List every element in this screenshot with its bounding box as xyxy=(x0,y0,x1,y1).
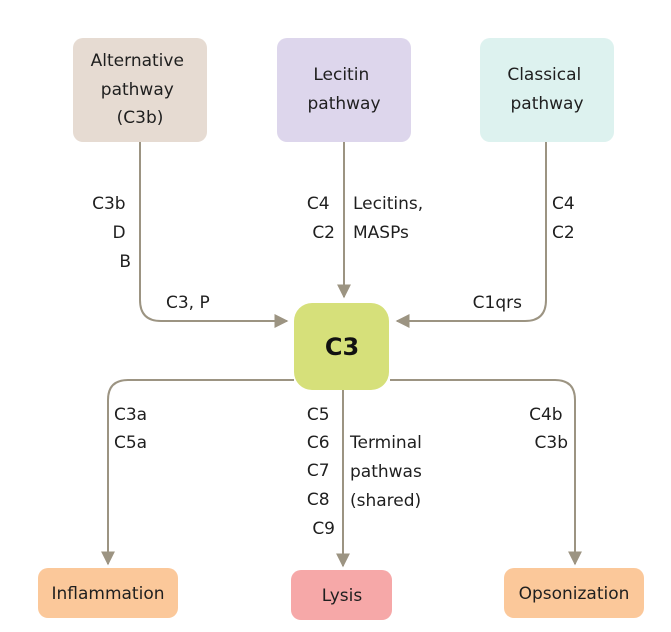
inflammation-label: Inflammation xyxy=(51,584,164,604)
alternative-pathway-node xyxy=(73,38,207,142)
edge-alternative-to-c3 xyxy=(139,142,289,328)
lecitin-factors-label: C4 C2 xyxy=(307,194,335,243)
alternative-join-label: C3, P xyxy=(166,293,210,313)
lysis-node xyxy=(291,570,392,620)
c3-label: C3 xyxy=(325,333,359,361)
lecitin-pathway-node xyxy=(277,38,411,142)
opsonization-factors-label: C4b C3b xyxy=(529,405,568,453)
alternative-pathway-label: Alternative pathway (C3b) xyxy=(91,51,190,128)
c3-node xyxy=(294,303,389,390)
classical-factors-label: C4 C2 xyxy=(552,194,580,243)
opsonization-node xyxy=(504,568,644,618)
classical-join-label: C1qrs xyxy=(473,293,522,313)
classical-pathway-node xyxy=(480,38,614,142)
edge-classical-to-c3 xyxy=(395,142,547,328)
edge-c3-to-opsonization xyxy=(390,379,582,566)
lysis-label: Lysis xyxy=(322,586,363,606)
lysis-extra-label: Terminal pathwas (shared) xyxy=(349,433,427,511)
edge-c3-to-inflammation xyxy=(101,379,294,566)
classical-pathway-label: Classical pathway xyxy=(507,65,586,114)
inflammation-node xyxy=(38,568,178,618)
lysis-factors-label: C5 C6 C7 C8 C9 xyxy=(307,405,335,539)
alternative-factors-label: C3b D B xyxy=(92,194,131,272)
inflammation-factors-label: C3a C5a xyxy=(114,405,153,453)
opsonization-label: Opsonization xyxy=(519,584,630,604)
lecitin-pathway-label: Lecitin pathway xyxy=(307,65,380,114)
lecitin-extra-label: Lecitins, MASPs xyxy=(353,194,429,243)
